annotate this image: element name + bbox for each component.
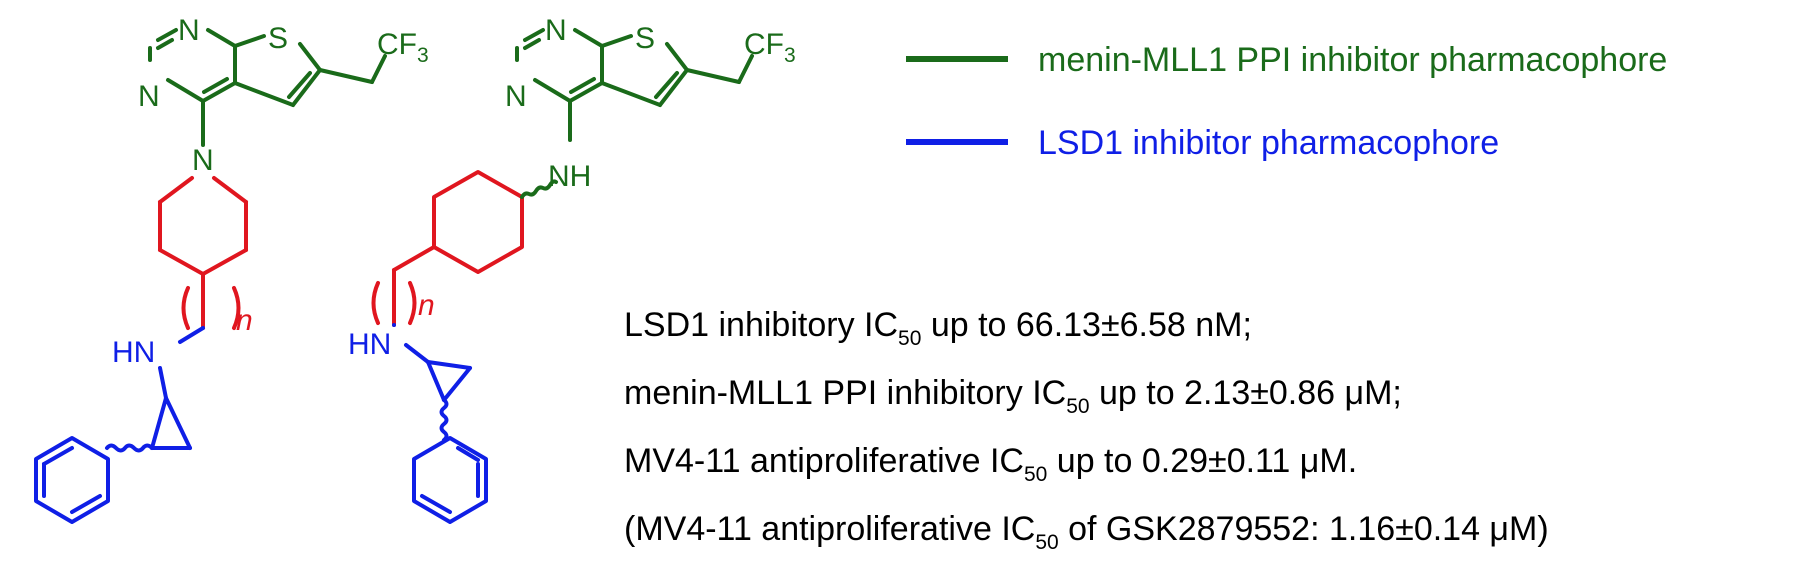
compound-2-linker-n: n [418,289,435,322]
compound-2-sulfur: S [635,22,655,55]
legend-item-menin: menin-MLL1 PPI inhibitor pharmacophore [906,41,1667,79]
compound-1-amine-hn: HN [112,336,155,369]
legend-item-lsd1: LSD1 inhibitor pharmacophore [906,124,1499,162]
legend-label-lsd1: LSD1 inhibitor pharmacophore [1038,124,1499,162]
compound-2-cyclohexane-linker [371,170,524,327]
compound-1-linker-n: n [236,304,253,337]
compound-1-atom-labels: N N S CF3 N ( n HN [112,14,429,369]
compound-1-cyclopropylamine-phenyl [34,326,205,524]
compound-1-pyrimidine-n1: N [178,14,200,47]
activity-results: LSD1 inhibitory IC50 up to 66.13±6.58 nM… [624,306,1549,554]
pharmacophore-legend: menin-MLL1 PPI inhibitor pharmacophore L… [906,41,1667,162]
compound-2-pyrimidine-n1: N [545,14,567,47]
result-line-lsd1: LSD1 inhibitory IC50 up to 66.13±6.58 nM… [624,306,1252,350]
compound-1-thienopyrimidine-core [148,28,387,147]
compound-1-sulfur: S [268,22,288,55]
compound-2-atom-labels: N N S CF3 NH n HN [348,14,796,361]
compound-1-pyrimidine-n3: N [138,80,160,113]
compound-1-piperidine-linker [158,176,248,330]
compound-1-structure: N N S CF3 N ( n HN [34,14,429,524]
result-line-gsk2879552: (MV4-11 antiproliferative IC50 of GSK287… [624,510,1549,554]
compound-2-structure: N N S CF3 NH n HN [348,14,796,524]
compound-2-amine-hn: HN [348,328,391,361]
result-line-mv4-11: MV4-11 antiproliferative IC50 up to 0.29… [624,442,1357,486]
legend-label-menin: menin-MLL1 PPI inhibitor pharmacophore [1038,41,1667,79]
compound-1-piperidine-n: N [192,144,214,177]
compound-2-thienopyrimidine-core [515,28,754,142]
compound-2-wavy-cn-bond [520,179,558,199]
compound-2-cyclopropylamine-phenyl [392,323,488,524]
compound-2-amine-nh: NH [548,160,591,193]
compound-1-trifluoromethyl: CF3 [377,28,429,67]
result-line-menin: menin-MLL1 PPI inhibitory IC50 up to 2.1… [624,374,1402,418]
compound-2-pyrimidine-n3: N [505,80,527,113]
compound-2-trifluoromethyl: CF3 [744,28,796,67]
